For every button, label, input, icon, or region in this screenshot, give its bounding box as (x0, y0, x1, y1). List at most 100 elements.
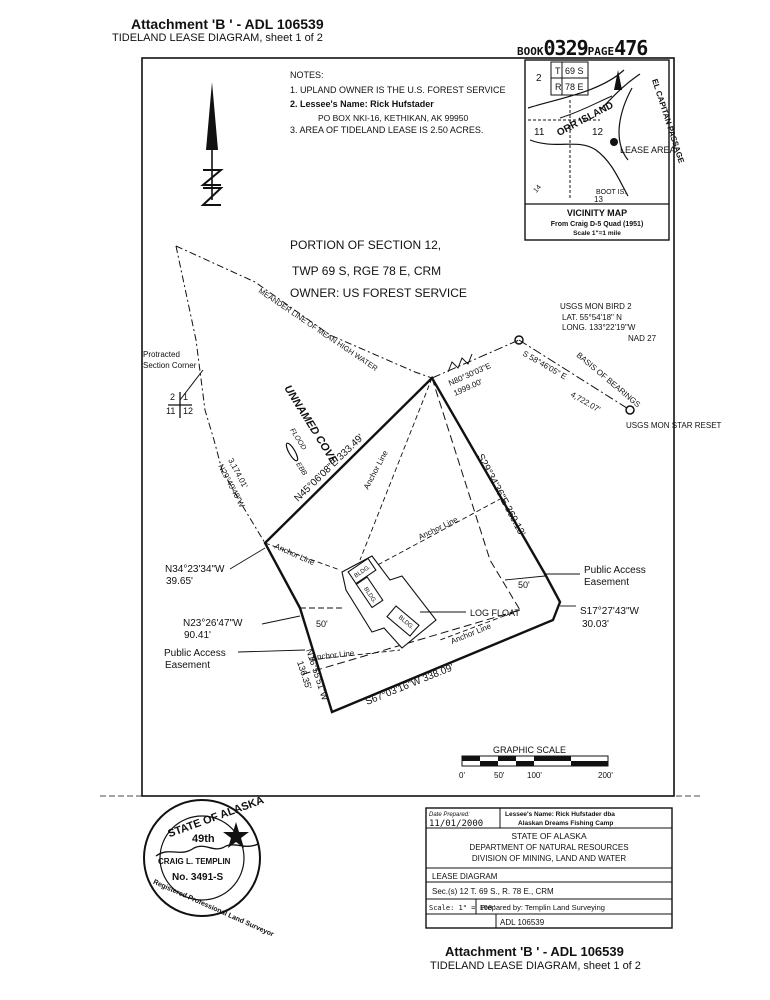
anchor-lines (264, 377, 521, 661)
usgs-star-label: USGS MON STAR RESET (626, 421, 722, 430)
title-block: Date Prepared: 11/01/2000 Lessee's Name:… (425, 807, 673, 929)
lessee-name: Lessee's Name: Rick Hufstader dba (505, 811, 615, 818)
book-page-stamp: BOOK0329PAGE476 (517, 36, 648, 60)
anchor-line-label-3: Anchor Line (273, 542, 316, 568)
tb-adl: ADL 106539 (500, 918, 545, 927)
tie-line (431, 339, 520, 379)
public-access-west-1: Public Access (164, 648, 226, 659)
east-50-label: 50' (518, 580, 530, 590)
lease-location-marker (610, 138, 618, 146)
note-2: 2. Lessee's Name: Rick Hufstader (290, 99, 434, 109)
note-3: 3. AREA OF TIDELAND LEASE IS 2.50 ACRES. (290, 125, 483, 135)
basis-distance: 4,722.07' (569, 390, 602, 414)
vm-t-label: T (555, 66, 561, 76)
sw2-bearing: N23°26'47"W (183, 618, 243, 629)
vm-r-label: R (555, 82, 562, 92)
protracted-label: Protracted (143, 350, 180, 359)
tb-prepared-by: Prepared by: Templin Land Surveying (480, 903, 605, 912)
star-icon (223, 822, 249, 848)
footer-attachment: Attachment 'B ' - ADL 106539 (445, 944, 624, 959)
scale-tick-200: 200' (598, 771, 613, 780)
tb-dept: DEPARTMENT OF NATURAL RESOURCES (469, 843, 628, 852)
log-float (341, 555, 437, 649)
scale-tick-0: 0' (459, 771, 465, 780)
vm-section-13: 13 (594, 195, 603, 204)
public-access-east-2: Easement (584, 577, 629, 588)
diagram-subtitle: TIDELAND LEASE DIAGRAM, sheet 1 of 2 (112, 32, 323, 44)
section-title-line3: OWNER: US FOREST SERVICE (290, 286, 467, 300)
graphic-scale-title: GRAPHIC SCALE (493, 745, 566, 755)
section-title-line1: PORTION OF SECTION 12, (290, 238, 441, 252)
vm-corner: 14 (532, 184, 542, 195)
book-number: 0329 (543, 36, 589, 60)
public-access-east-1: Public Access (584, 565, 646, 576)
vm-lease-area: LEASE AREA (620, 145, 676, 155)
sw1-distance: 39.65' (166, 576, 193, 587)
west-50-label: 50' (316, 619, 328, 629)
vm-source: From Craig D-5 Quad (1951) (551, 221, 644, 228)
sw1-bearing: N34°23'34"W (165, 564, 225, 575)
se-line-bearing: S17°27'43"W (580, 606, 639, 617)
vm-scale: Scale 1"=1 mile (573, 230, 621, 237)
signature-icon (155, 843, 259, 857)
usgs-bird-monument-icon (514, 335, 524, 345)
corner-12: 12 (183, 406, 193, 416)
scale-tick-50: 50' (494, 771, 505, 780)
tide-arrow-icon (285, 442, 299, 462)
usgs-star-monument-icon (625, 405, 635, 415)
ne-line-label: S29°34'36"E 369.13' (474, 452, 527, 538)
anchor-line-label-2: Anchor Line (417, 515, 460, 542)
page-number: 476 (614, 36, 648, 60)
west-shore-line (175, 245, 266, 544)
easement-line (299, 377, 521, 676)
note-1: 1. UPLAND OWNER IS THE U.S. FOREST SERVI… (290, 85, 506, 95)
se-line-distance: 30.03' (582, 619, 609, 630)
seal-number: No. 3491-S (172, 872, 223, 883)
usgs-lat: LAT. 55°54'18" N (562, 313, 622, 322)
book-label: BOOK (517, 45, 544, 58)
vicinity-map: T 69 S R 78 E 2 ORR ISLAND 11 12 LEASE A… (524, 59, 686, 241)
graphic-scale: GRAPHIC SCALE 0' 50' 100' 200' (459, 745, 613, 780)
corner-11: 11 (166, 406, 175, 416)
flood-label: FLOOD (288, 427, 307, 451)
usgs-nad: NAD 27 (628, 334, 657, 343)
public-access-west-2: Easement (165, 660, 210, 671)
usgs-bird-label: USGS MON BIRD 2 (560, 302, 632, 311)
vm-section-12: 12 (592, 127, 604, 138)
corner-2: 2 (170, 392, 175, 402)
attachment-heading: Attachment 'B ' - ADL 106539 (131, 16, 324, 32)
lease-boundary (263, 376, 562, 714)
log-float-label: LOG FLOAT (470, 608, 520, 618)
tb-state: STATE OF ALASKA (511, 831, 587, 841)
basis-line (518, 339, 631, 411)
vm-section-2: 2 (536, 73, 542, 84)
surveyor-seal: STATE OF ALASKA Registered Professional … (143, 794, 275, 939)
section-title-line2: TWP 69 S, RGE 78 E, CRM (292, 264, 441, 278)
sw2-distance: 90.41' (184, 630, 211, 641)
tb-division: DIVISION OF MINING, LAND AND WATER (472, 854, 626, 863)
notes-title: NOTES: (290, 70, 324, 80)
vm-r-value: 78 E (565, 82, 584, 92)
protracted-leader (179, 369, 204, 401)
page-label: PAGE (587, 45, 615, 58)
vm-t-value: 69 S (565, 66, 584, 76)
vm-north-icon (614, 70, 622, 90)
corner-1: 1 (183, 392, 188, 402)
scale-tick-100: 100' (527, 771, 542, 780)
camp-name: Alaskan Dreams Fishing Camp (518, 820, 613, 827)
ebb-label: EBB (294, 461, 308, 477)
protracted-label-2: Section Corner (143, 361, 197, 370)
vm-section-11: 11 (534, 127, 545, 138)
tb-sections: Sec.(s) 12 T. 69 S., R. 78 E., CRM (432, 887, 554, 896)
notes-block: NOTES: 1. UPLAND OWNER IS THE U.S. FORES… (290, 70, 506, 135)
seal-registered: Registered Professional Land Surveyor (152, 879, 275, 939)
vm-title: VICINITY MAP (567, 208, 627, 218)
seal-name: CRAIG L. TEMPLIN (158, 857, 231, 866)
anchor-line-label-1: Anchor Line (362, 449, 390, 491)
date-prepared-label: Date Prepared: (429, 812, 470, 818)
footer-subtitle: TIDELAND LEASE DIAGRAM, sheet 1 of 2 (430, 960, 641, 972)
note-2-address: PO BOX NKI-16, KETHIKAN, AK 99950 (318, 113, 469, 123)
seal-49th: 49th (192, 833, 215, 845)
s-line-label: S67°03'16"W 338.09' (364, 662, 456, 708)
